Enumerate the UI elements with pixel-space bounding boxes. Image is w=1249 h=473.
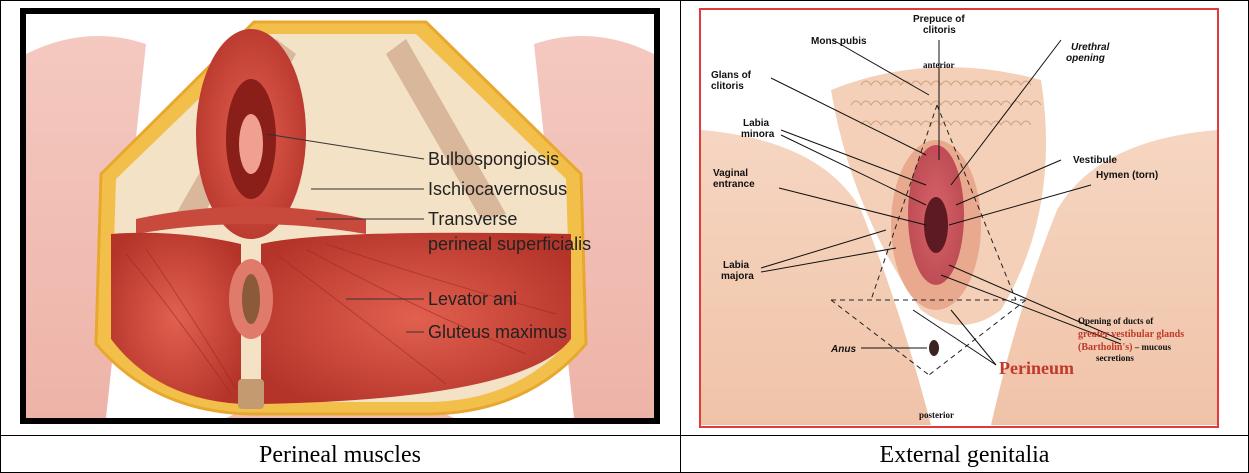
label-transverse: Transverse — [428, 209, 517, 229]
perineal-muscles-illustration: Bulbospongiosis Ischiocavernosus Transve… — [20, 8, 660, 424]
table-border-top — [0, 0, 1249, 1]
label-ducts-line3a: (Bartholin's) — [1078, 342, 1132, 353]
anus-shape — [929, 340, 939, 356]
caption-left: Perineal muscles — [0, 437, 680, 473]
label-levator-ani: Levator ani — [428, 289, 517, 309]
external-genitalia-illustration: Mons pubis Prepuce of clitoris anterior … — [699, 8, 1219, 428]
label-ducts-line1: Opening of ducts of — [1078, 316, 1154, 326]
label-prepuce-line2: clitoris — [923, 25, 956, 36]
table-border-left — [0, 0, 1, 473]
label-labia-majora-line2: majora — [721, 271, 754, 282]
label-ischiocavernosus: Ischiocavernosus — [428, 179, 567, 199]
label-mons-pubis: Mons pubis — [811, 36, 867, 47]
label-gluteus-maximus: Gluteus maximus — [428, 322, 567, 342]
label-ducts-line4: secretions — [1096, 353, 1134, 363]
label-ducts-line3: (Bartholin's) – mucous — [1078, 342, 1171, 353]
label-glans-line1: Glans of — [711, 70, 752, 81]
vaginal-opening-shape — [924, 197, 948, 253]
label-glans-line2: clitoris — [711, 81, 744, 92]
label-vaginal-line1: Vaginal — [713, 168, 748, 179]
label-labia-minora-line1: Labia — [743, 118, 770, 129]
anal-opening-shape — [242, 274, 260, 324]
label-posterior: posterior — [919, 410, 954, 420]
label-urethral-line1: Urethral — [1071, 42, 1110, 53]
label-urethral-line2: opening — [1066, 53, 1105, 64]
label-anterior: anterior — [923, 60, 955, 70]
label-ducts-line3b: – mucous — [1132, 342, 1171, 352]
label-perineal-superficialis: perineal superficialis — [428, 234, 591, 254]
vaginal-opening-shape — [239, 114, 263, 174]
label-perineum: Perineum — [999, 358, 1074, 378]
label-prepuce-line1: Prepuce of — [913, 14, 965, 25]
label-anus: Anus — [830, 344, 856, 355]
external-genitalia-svg: Mons pubis Prepuce of clitoris anterior … — [701, 10, 1217, 426]
table-divider-vertical — [680, 0, 681, 473]
label-labia-minora-line2: minora — [741, 129, 775, 140]
label-labia-majora-line1: Labia — [723, 260, 750, 271]
coccyx-shape — [238, 379, 264, 409]
label-hymen: Hymen (torn) — [1096, 170, 1158, 181]
caption-right: External genitalia — [681, 437, 1248, 473]
label-ducts-line2: greater vestibular glands — [1078, 329, 1184, 340]
label-vestibule: Vestibule — [1073, 155, 1117, 166]
label-vaginal-line2: entrance — [713, 179, 755, 190]
table-divider-horizontal — [0, 435, 1249, 436]
perineal-muscles-svg: Bulbospongiosis Ischiocavernosus Transve… — [26, 14, 654, 418]
label-bulbospongiosis: Bulbospongiosis — [428, 149, 559, 169]
